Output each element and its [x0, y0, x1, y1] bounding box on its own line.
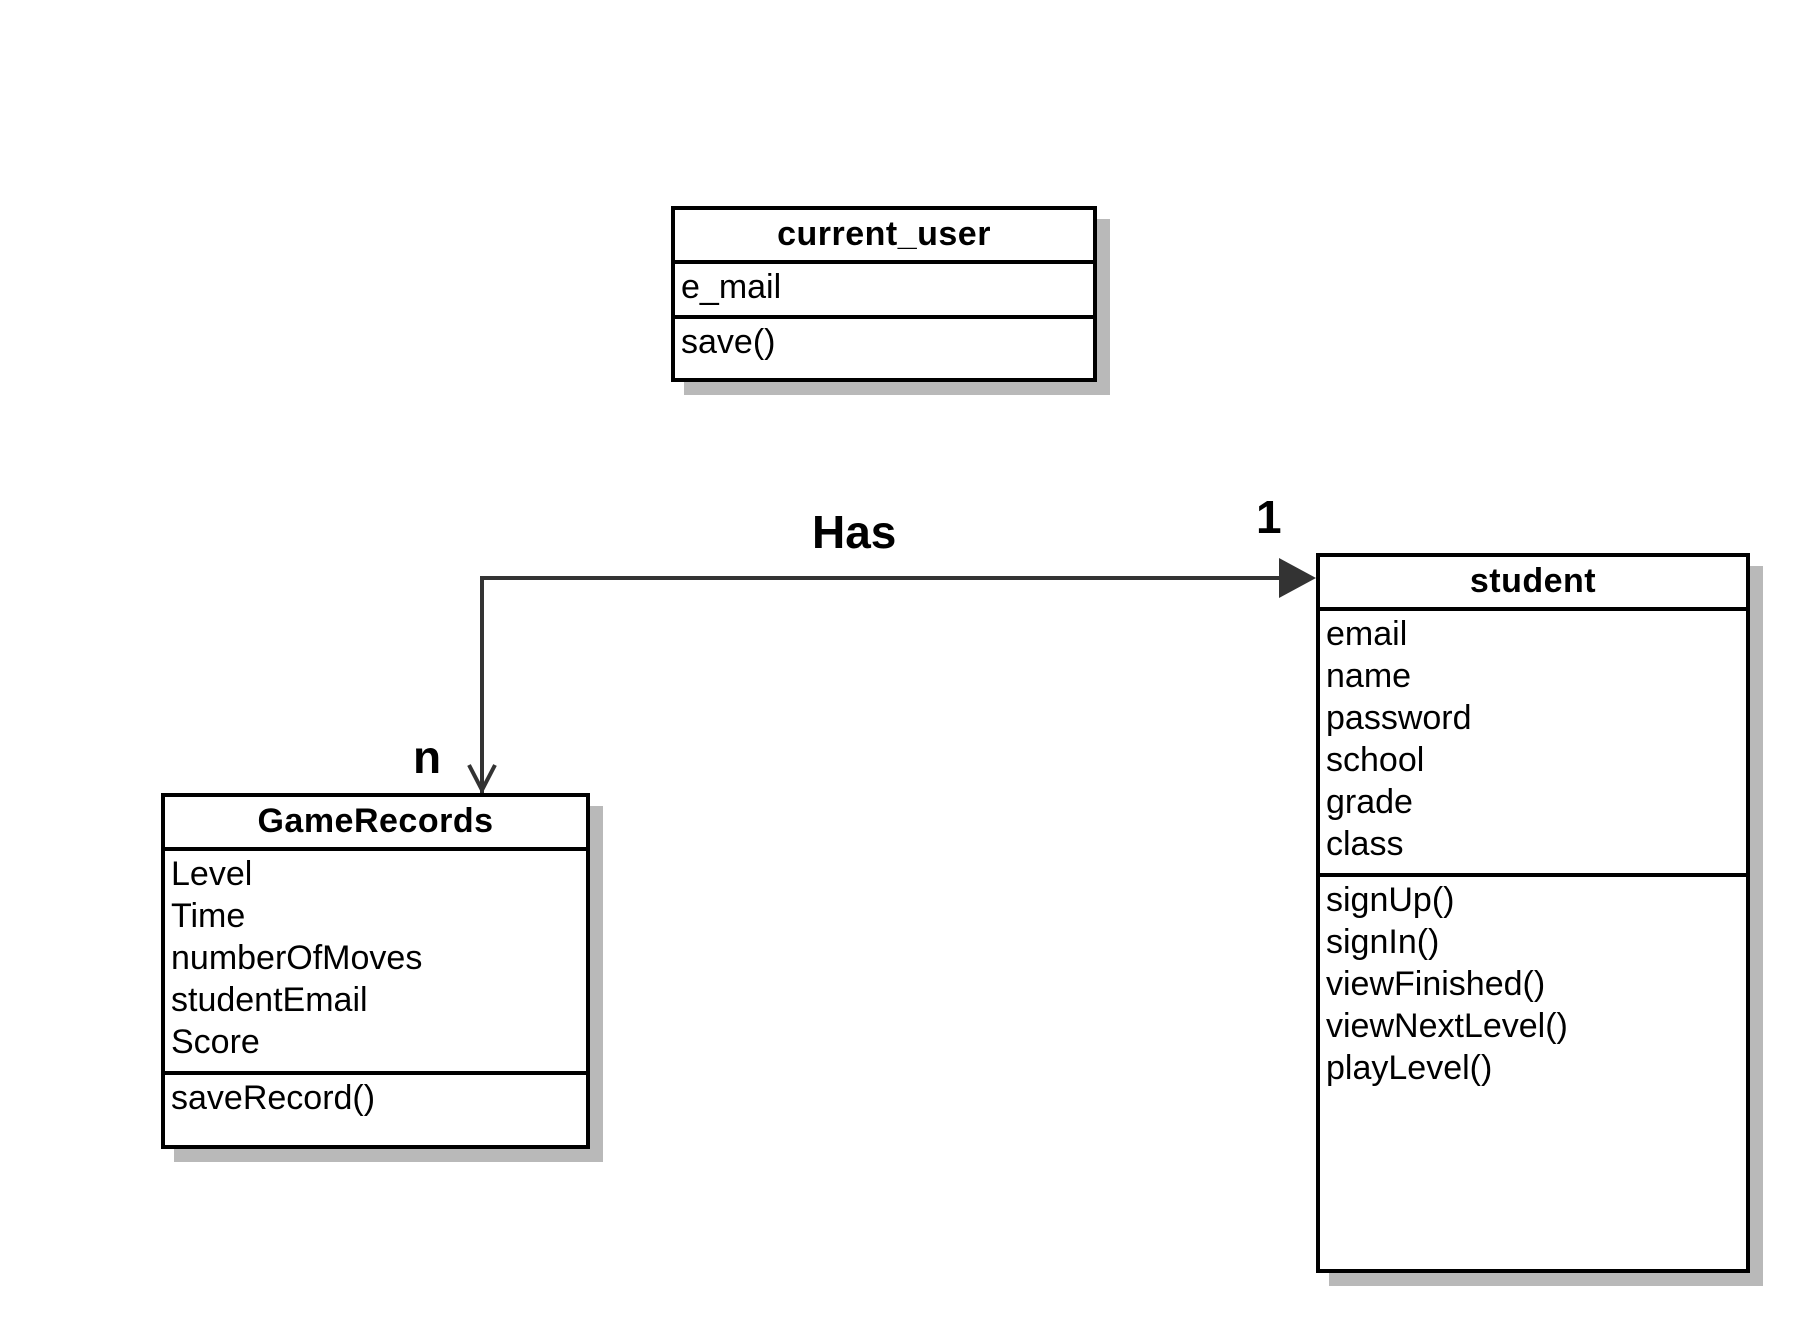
attribute: numberOfMoves: [171, 939, 423, 977]
attribute: name: [1326, 657, 1412, 695]
attribute: Time: [171, 897, 246, 935]
attribute: Score: [171, 1023, 260, 1061]
method: viewNextLevel(): [1326, 1007, 1568, 1045]
class-current-user-attributes: e_mail: [675, 264, 1093, 319]
association-arrowhead-filled: [1279, 558, 1316, 598]
association-line: [480, 576, 1290, 793]
method: signIn(): [1326, 923, 1440, 961]
method: viewFinished(): [1326, 965, 1546, 1003]
attribute: school: [1326, 741, 1425, 779]
target-multiplicity-label: 1: [1256, 491, 1282, 543]
source-multiplicity-label: n: [413, 731, 442, 783]
class-student-name: student: [1320, 557, 1746, 611]
method: saveRecord(): [171, 1079, 376, 1117]
attribute: studentEmail: [171, 981, 368, 1019]
attribute: Level: [171, 855, 253, 893]
attribute: email: [1326, 615, 1408, 653]
attribute: class: [1326, 825, 1404, 863]
class-game-records-name: GameRecords: [165, 797, 586, 851]
class-game-records-attributes: Level Time numberOfMoves studentEmail Sc…: [165, 851, 586, 1075]
class-student[interactable]: student email name password school grade…: [1316, 553, 1750, 1273]
class-current-user[interactable]: current_user e_mail save(): [671, 206, 1097, 382]
class-current-user-methods: save(): [675, 319, 1093, 363]
class-student-attributes: email name password school grade class: [1320, 611, 1746, 877]
method: save(): [681, 323, 776, 361]
attribute: e_mail: [681, 268, 782, 306]
method: playLevel(): [1326, 1049, 1493, 1087]
method: signUp(): [1326, 881, 1455, 919]
class-student-methods: signUp() signIn() viewFinished() viewNex…: [1320, 877, 1746, 1089]
attribute: grade: [1326, 783, 1413, 821]
class-game-records-methods: saveRecord(): [165, 1075, 586, 1119]
association-arrowhead-open: [467, 764, 497, 795]
class-game-records[interactable]: GameRecords Level Time numberOfMoves stu…: [161, 793, 590, 1149]
class-current-user-name: current_user: [675, 210, 1093, 264]
attribute: password: [1326, 699, 1472, 737]
association-label: Has: [812, 506, 897, 558]
